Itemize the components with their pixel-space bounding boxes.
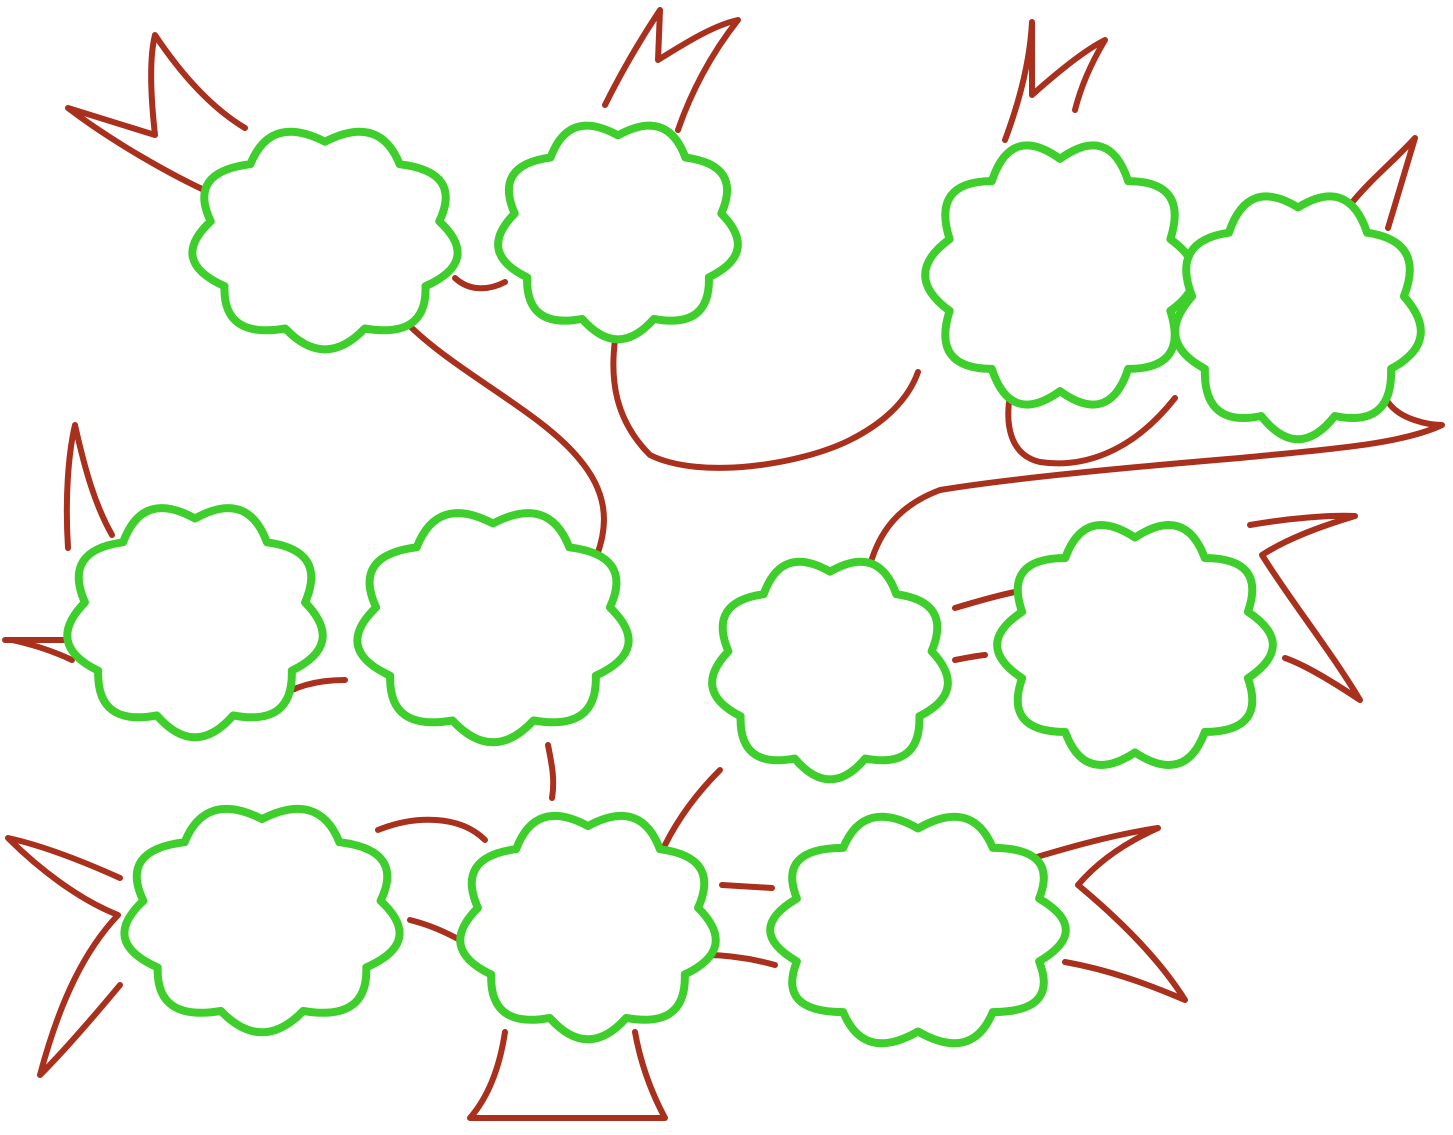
- foliage-cloud-middle-left: [63, 504, 327, 742]
- branch-top-center-right: [610, 337, 921, 471]
- connector-center-right-up: [662, 767, 723, 848]
- foliage-cloud-top-right: [921, 141, 1199, 409]
- twig-top-center: [602, 7, 741, 133]
- branches: [2, 7, 1445, 1121]
- connector-bottom-2a: [719, 882, 775, 891]
- branch-far-right-long: [867, 392, 1445, 568]
- foliage-cloud-top-center: [494, 121, 742, 344]
- foliage: [63, 121, 1425, 1048]
- foliage-cloud-middle-far-right: [993, 521, 1277, 769]
- trunk: [467, 1029, 668, 1121]
- twig-far-right-top: [1347, 135, 1418, 231]
- twig-bottom-right: [1017, 825, 1188, 1003]
- foliage-cloud-middle-center: [353, 509, 633, 747]
- foliage-cloud-middle-right: [708, 557, 952, 784]
- foliage-cloud-far-right-top: [1171, 192, 1425, 444]
- twig-middle-far-right: [1247, 512, 1363, 703]
- connector-middle-right-b: [952, 652, 988, 663]
- connector-bottom-1b: [407, 917, 463, 943]
- twig-middle-left: [2, 422, 115, 663]
- twig-top-right-a: [1002, 19, 1108, 143]
- twig-bottom-left: [5, 835, 123, 1078]
- foliage-cloud-bottom-right: [766, 812, 1070, 1048]
- connector-bottom-1a: [375, 816, 488, 843]
- foliage-cloud-bottom-center: [456, 811, 720, 1044]
- connector-top-1: [452, 275, 508, 292]
- foliage-cloud-bottom-left: [120, 804, 404, 1037]
- foliage-cloud-top-left: [188, 127, 462, 354]
- branch-top-left-down: [399, 315, 607, 558]
- connector-middle-down: [545, 742, 557, 801]
- connector-middle-right-a: [952, 589, 1018, 611]
- twig-top-left: [65, 32, 248, 198]
